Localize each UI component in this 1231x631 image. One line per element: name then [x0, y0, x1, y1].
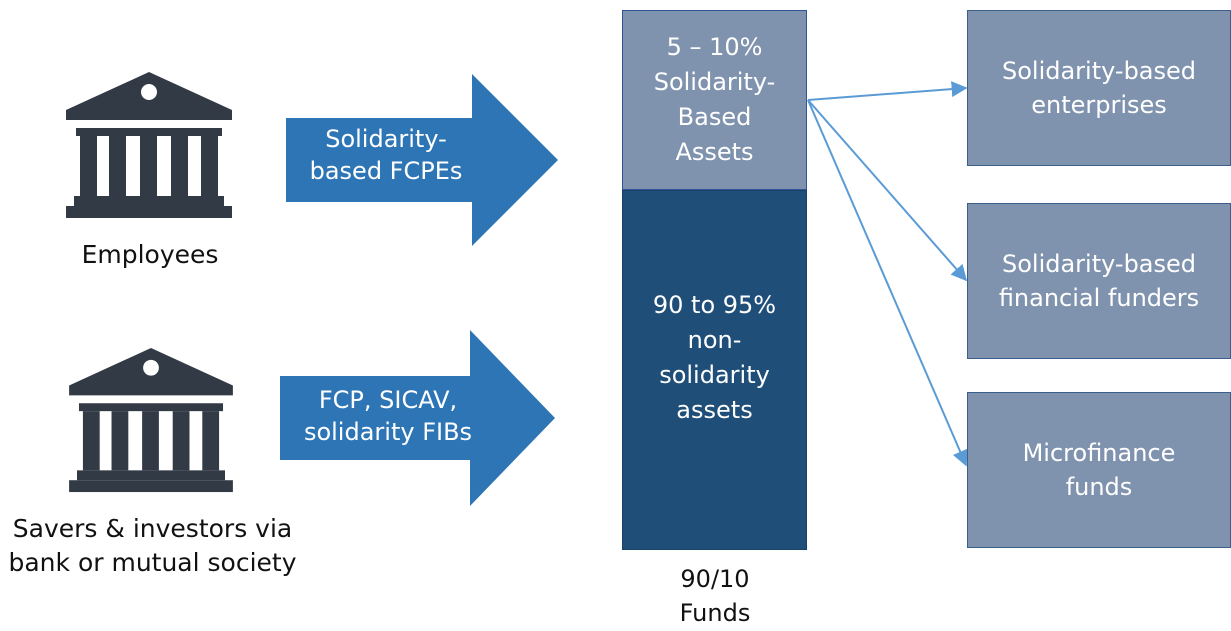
flow-arrow-fibs — [280, 330, 555, 506]
fund-non-solidarity-assets-label: 90 to 95% non-solidarity assets — [652, 290, 777, 424]
flow-arrow-label-fcpe: Solidarity-based FCPEs — [309, 125, 463, 185]
target-box-enterprises: Solidarity-based enterprises — [967, 10, 1231, 166]
bank-building-icon — [69, 348, 233, 493]
connector-to-microfinance — [807, 99, 968, 467]
target-label-funders: Solidarity-based financial funders — [998, 250, 1200, 312]
fund-non-solidarity-assets-segment: 90 to 95% non-solidarity assets — [622, 190, 807, 550]
target-box-funders: Solidarity-based financial funders — [967, 203, 1231, 359]
fund-solidarity-assets-label: 5 – 10% Solidarity-Based Assets — [653, 33, 776, 166]
source-caption-savers: Savers & investors via bank or mutual so… — [8, 514, 297, 577]
target-label-microfinance: Microfinance funds — [1022, 439, 1176, 501]
flow-arrow-label-fibs: FCP, SICAV, solidarity FIBs — [303, 386, 473, 446]
target-box-microfinance: Microfinance funds — [967, 392, 1231, 548]
fund-solidarity-assets-segment: 5 – 10% Solidarity-Based Assets — [622, 10, 807, 190]
connector-to-funders — [807, 99, 968, 282]
connector-to-enterprises — [807, 81, 968, 101]
fund-caption: 90/10 Funds — [679, 565, 751, 627]
bank-building-icon — [66, 72, 232, 218]
target-label-enterprises: Solidarity-based enterprises — [1001, 57, 1197, 119]
flow-arrow-fcpe — [286, 74, 558, 246]
source-caption-employees: Employees — [81, 240, 219, 269]
